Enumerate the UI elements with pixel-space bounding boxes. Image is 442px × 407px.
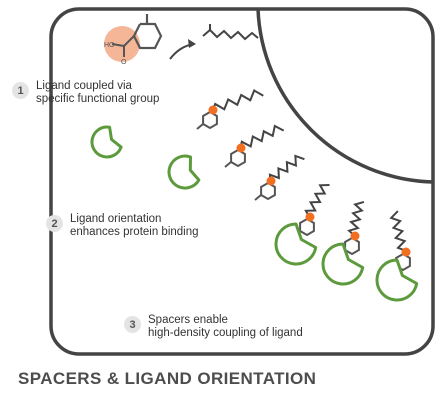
spacer-chain-icon: [238, 124, 285, 152]
ligand-bond: [123, 35, 135, 47]
step-3: 3 Spacers enable high-density coupling o…: [124, 314, 303, 340]
immobilized-ligands: [196, 89, 411, 272]
step-3-line-1: Spacers enable: [148, 314, 228, 326]
ligand-bond: [254, 194, 262, 201]
spacer-ligand-5: [338, 200, 365, 256]
ligand-ring-icon: [202, 110, 218, 130]
functional-group-o: O: [121, 59, 127, 66]
step-3-line-2: high-density coupling of ligand: [148, 327, 303, 339]
ligand-bond: [196, 123, 204, 130]
step-2: 2 Ligand orientation enhances protein bi…: [46, 213, 199, 239]
step-3-text: Spacers enable high-density coupling of …: [148, 314, 303, 340]
step-1-text: Ligand coupled via specific functional g…: [36, 80, 159, 106]
step-2-badge: 2: [46, 215, 63, 232]
functional-group-highlight: [104, 26, 140, 62]
spacer-ligand-6: [389, 210, 411, 272]
step-3-badge: 3: [124, 316, 141, 333]
anchor-dot-icon: [350, 231, 360, 241]
step-1-badge: 1: [12, 82, 29, 99]
protein-icon: [321, 242, 365, 286]
frame: [49, 7, 435, 356]
anchor-dot-icon: [208, 105, 218, 115]
proteins: [90, 125, 419, 302]
step-2-text: Ligand orientation enhances protein bind…: [70, 213, 199, 239]
spacer-ligand-3: [254, 154, 305, 201]
ligand-bond: [111, 43, 125, 47]
spacer-ligand-2: [224, 124, 285, 168]
step-1-line-2: specific functional group: [36, 93, 160, 105]
anchor-dot-icon: [266, 176, 276, 186]
step-2-line-1: Ligand orientation: [70, 213, 162, 225]
step-1: 1 Ligand coupled via specific functional…: [12, 80, 159, 106]
spacer-chain-icon: [268, 154, 305, 185]
spacer-chain-icon: [389, 210, 408, 253]
ligand-ring-icon: [299, 217, 315, 237]
protein-icon: [167, 154, 201, 190]
spacer-chain-icon: [202, 28, 259, 41]
spacer-chain-icon: [347, 200, 365, 238]
protein-icon: [90, 125, 123, 159]
functional-group-ho: HO: [104, 42, 115, 49]
ligand-ring-icon: [344, 236, 360, 256]
bead-surface: [256, 8, 434, 184]
spacer-ligand-1: [196, 89, 264, 130]
arrow-icon: [169, 39, 196, 60]
step-2-line-2: enhances protein binding: [70, 226, 199, 238]
protein-icon: [375, 258, 419, 302]
spacer-ligand-4: [293, 184, 330, 237]
step-1-line-1: Ligand coupled via: [36, 80, 132, 92]
anchor-dot-icon: [305, 212, 315, 222]
ligand-ring-icon: [260, 181, 276, 201]
anchor-dot-icon: [401, 247, 411, 257]
protein-icon: [274, 222, 318, 266]
spacer-chain-icon: [304, 184, 330, 220]
ligand-ring-icon: [230, 148, 246, 168]
anchor-dot-icon: [236, 143, 246, 153]
free-ligand: HO O: [104, 14, 163, 66]
caption: SPACERS & LIGAND ORIENTATION: [18, 369, 317, 388]
ligand-bond: [224, 161, 232, 168]
spacer-chain-icon: [210, 89, 264, 115]
